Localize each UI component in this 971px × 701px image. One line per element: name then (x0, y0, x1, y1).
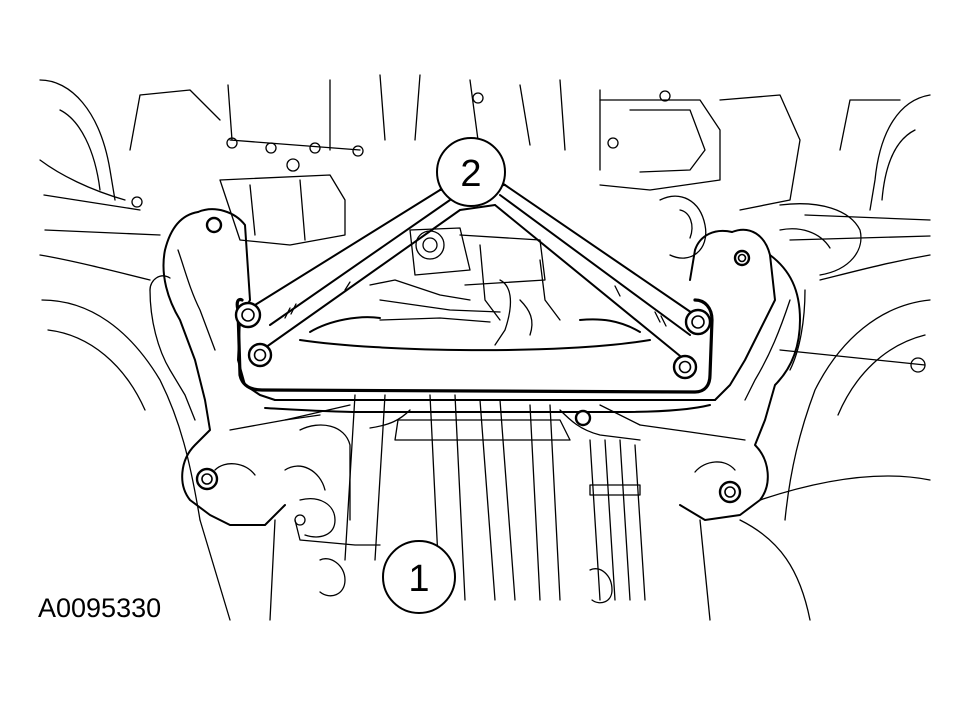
subframe-body (149, 208, 806, 526)
background-underbody-lines (39, 74, 931, 621)
bolt-center-lower (574, 409, 592, 427)
bolt-rear-left (247, 342, 273, 368)
subframe-bolts (195, 216, 751, 504)
bolt-left-upper (205, 216, 223, 234)
callout-2-label: 2 (460, 153, 481, 195)
callout-1: 1 (382, 540, 456, 614)
bolt-tower-left (195, 467, 219, 491)
callout-2-circle (436, 137, 506, 207)
callout-1-label: 1 (408, 558, 429, 600)
figure-id-label: A0095330 (38, 593, 162, 623)
bolt-right-upper (733, 249, 751, 267)
callout-1-circle (382, 540, 456, 614)
subframe-brace-triangle (235, 184, 714, 394)
bolt-front-right (684, 308, 712, 336)
bolt-rear-right (672, 354, 698, 380)
bolt-front-left (234, 301, 262, 329)
bolt-tower-right (718, 480, 742, 504)
callout-2: 2 (436, 137, 506, 207)
